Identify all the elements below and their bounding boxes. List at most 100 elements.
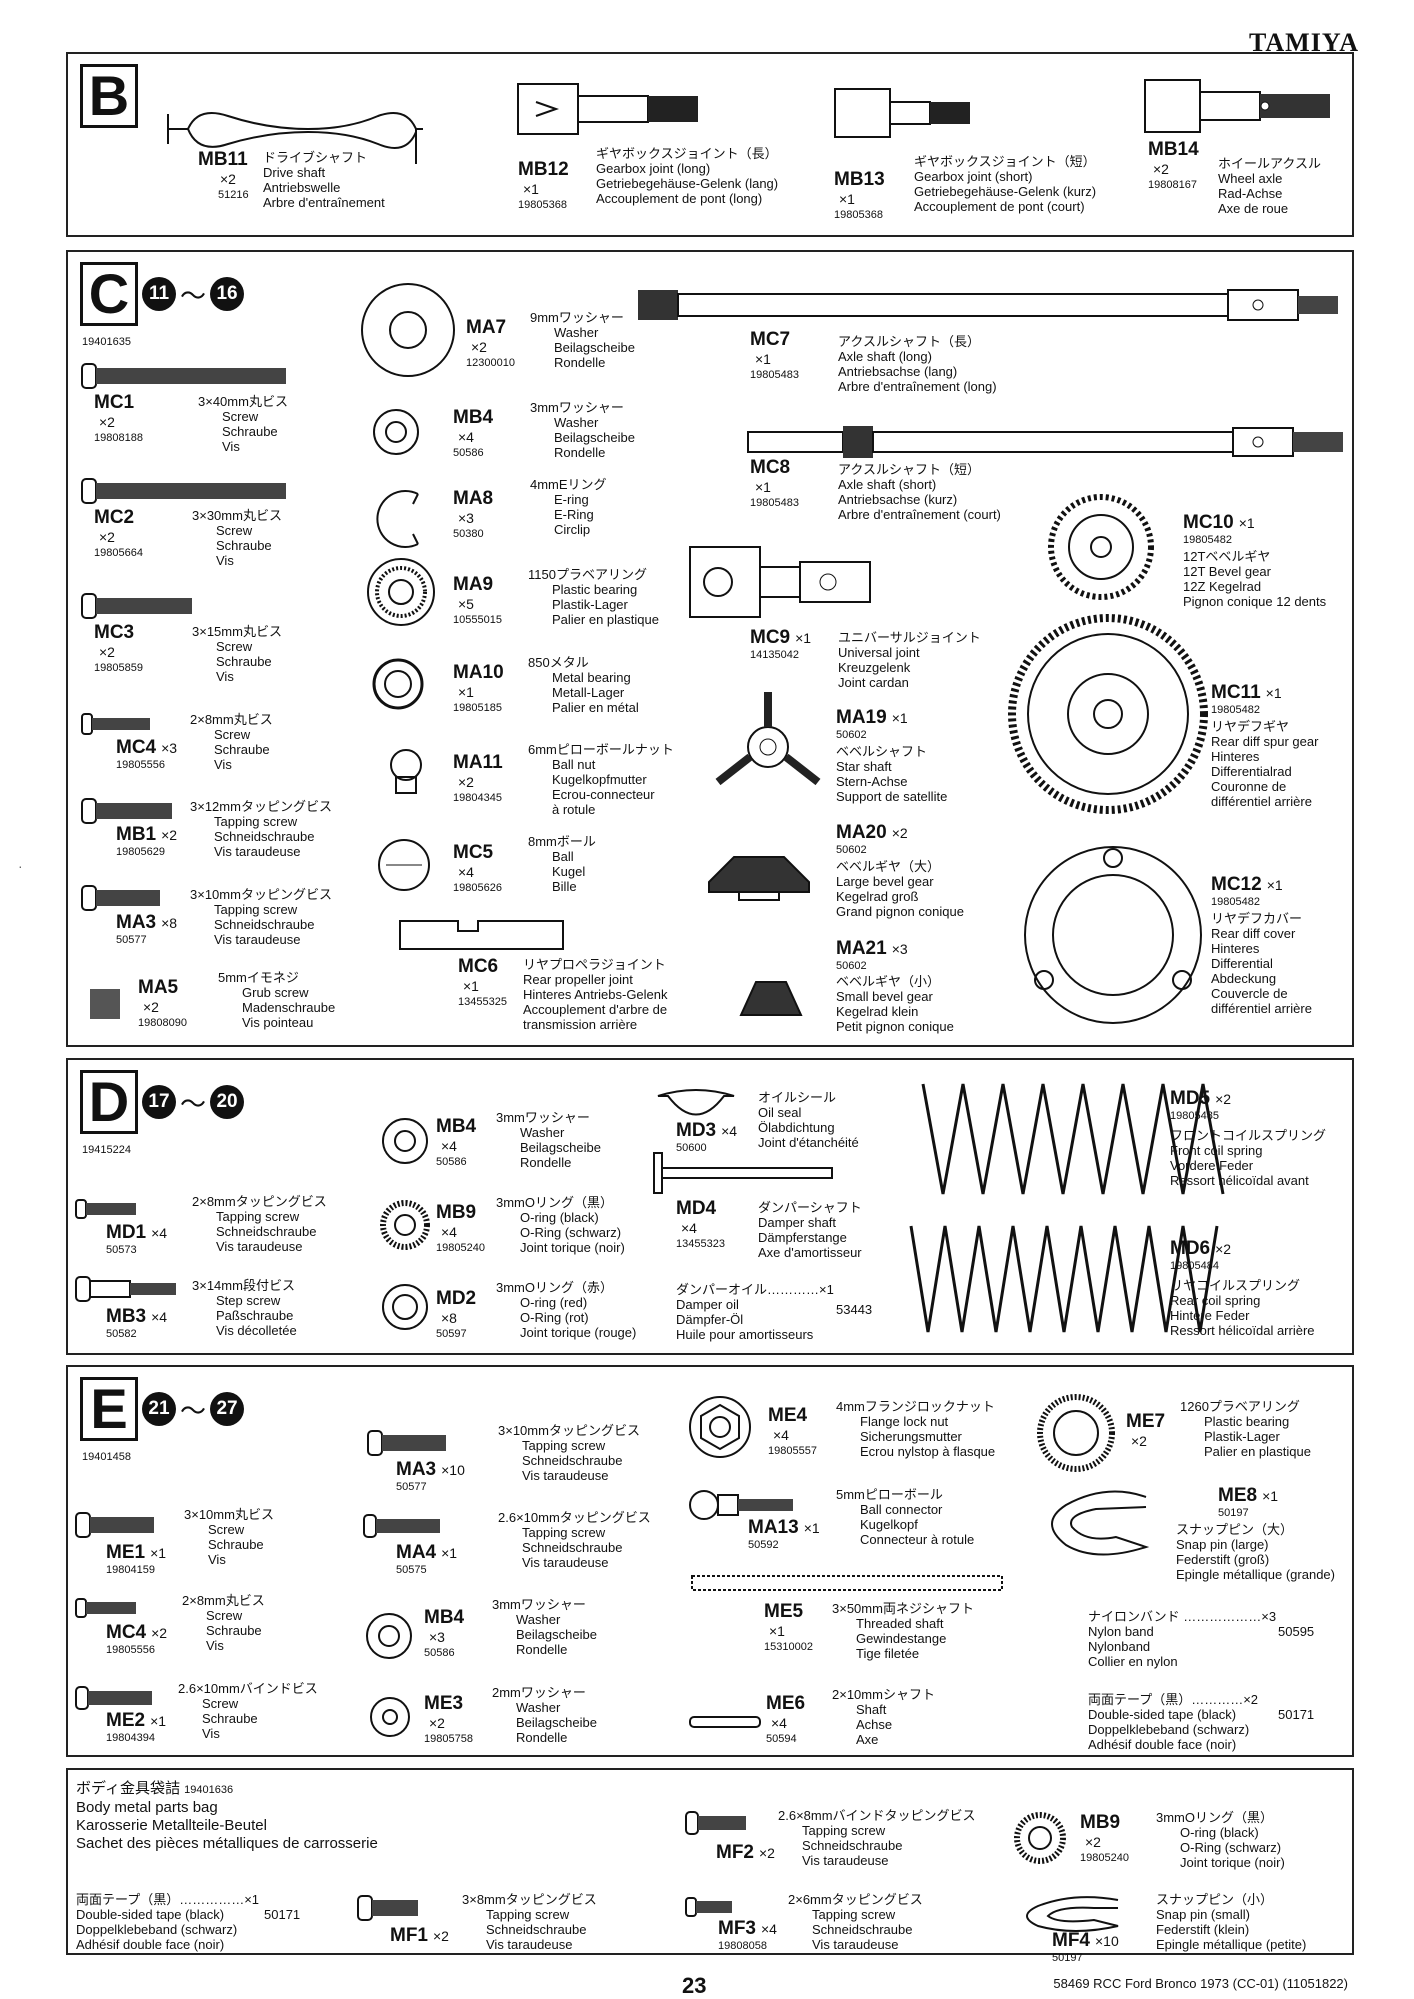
screw-3x30-drawing — [81, 478, 286, 504]
e-ring-drawing — [376, 490, 419, 548]
washer-9mm-drawing — [361, 283, 455, 377]
section-letter: D — [80, 1070, 138, 1134]
double-sided-tape-f-pn: 50171 — [264, 1907, 301, 1922]
small-bevel-gear-drawing — [739, 981, 803, 1016]
tapping-screw-3x10-drawing — [81, 885, 160, 911]
section-label: B — [80, 64, 138, 128]
wheel-axle-drawing — [1144, 79, 1330, 133]
gearbox-joint-short-drawing — [834, 88, 970, 138]
large-bevel-gear-drawing — [708, 856, 810, 901]
step-to: 27 — [210, 1392, 245, 1426]
names-mc7: アクスルシャフト（長）Axle shaft (long)Antriebsachs… — [838, 334, 997, 394]
tapping-screw-2-6x8-drawing — [685, 1811, 746, 1835]
rear-diff-spur-gear-drawing — [1008, 614, 1208, 814]
tapping-screw-3x8-drawing — [357, 1895, 418, 1921]
step-to: 20 — [210, 1085, 245, 1119]
rear-diff-cover-drawing — [1024, 846, 1202, 1024]
names-mb13: ギヤボックスジョイント（短）Gearbox joint (short)Getri… — [914, 154, 1097, 214]
washer-3mm-drawing — [366, 1613, 412, 1659]
gearbox-joint-long-drawing — [517, 83, 698, 135]
threaded-shaft-drawing — [691, 1575, 1003, 1591]
names-mb9-d: 3mmOリング（黒）O-ring (black)O-Ring (schwarz)… — [496, 1195, 625, 1255]
part-mf1: MF1×2 — [390, 1925, 449, 1946]
washer-3mm-drawing — [382, 1118, 428, 1164]
flange-lock-nut-drawing — [689, 1396, 751, 1458]
names-me8: スナップピン（大）Snap pin (large)Federstift (gro… — [1176, 1522, 1335, 1582]
nylon-band-pn: 50595 — [1278, 1624, 1315, 1639]
part-me7: ME7×2 — [1126, 1411, 1166, 1449]
plastic-bearing-1260-drawing — [1037, 1394, 1115, 1472]
grub-screw-drawing — [90, 989, 120, 1019]
names-md2: 3mmOリング（赤）O-ring (red)O-Ring (rot)Joint … — [496, 1280, 637, 1340]
ball-nut-drawing — [390, 749, 422, 794]
snap-pin-small-drawing — [1026, 1896, 1119, 1932]
screw-3x15-drawing — [81, 593, 192, 619]
ball-8mm-drawing — [378, 839, 430, 891]
screw-2x8-drawing — [81, 713, 150, 735]
section-letter: E — [80, 1377, 138, 1441]
damper-oil-pn: 53443 — [836, 1302, 873, 1317]
o-ring-black-drawing — [1014, 1812, 1066, 1864]
oil-seal-drawing — [657, 1089, 735, 1116]
o-ring-black-drawing — [380, 1200, 430, 1250]
names-mb12: ギヤボックスジョイント（長）Gearbox joint (long)Getrie… — [596, 146, 779, 206]
section-letter: C — [80, 262, 138, 326]
double-sided-tape-pn: 50171 — [1278, 1707, 1315, 1722]
section-label: D 17 ～ 20 — [80, 1070, 245, 1134]
step-from: 11 — [142, 277, 176, 311]
tapping-screw-2x6-drawing — [685, 1897, 732, 1917]
axle-shaft-long-drawing — [638, 289, 1338, 321]
bag-title: ボディ金具袋詰 19401636 Body metal parts bag Ka… — [76, 1780, 378, 1852]
step-from: 17 — [142, 1085, 176, 1119]
bag-number: 19415224 — [82, 1144, 131, 1156]
universal-joint-drawing — [689, 546, 871, 618]
